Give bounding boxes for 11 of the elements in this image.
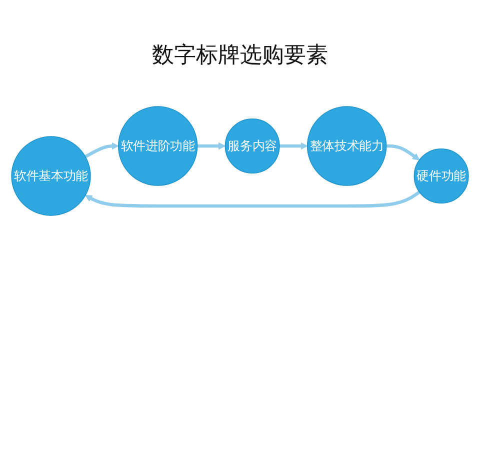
node-circle: 软件基本功能 bbox=[11, 136, 91, 216]
node-circle: 整体技术能力 bbox=[306, 106, 387, 186]
node-circle: 硬件功能 bbox=[414, 148, 469, 204]
arrow bbox=[84, 142, 119, 158]
arrow bbox=[197, 142, 226, 150]
node-circle: 服务内容 bbox=[224, 118, 280, 174]
diagram-title: 数字标牌选购要素 bbox=[152, 42, 328, 70]
arrow bbox=[85, 190, 420, 208]
arrow bbox=[279, 142, 308, 150]
node-circle: 软件进阶功能 bbox=[118, 106, 198, 186]
arrow bbox=[386, 144, 420, 160]
